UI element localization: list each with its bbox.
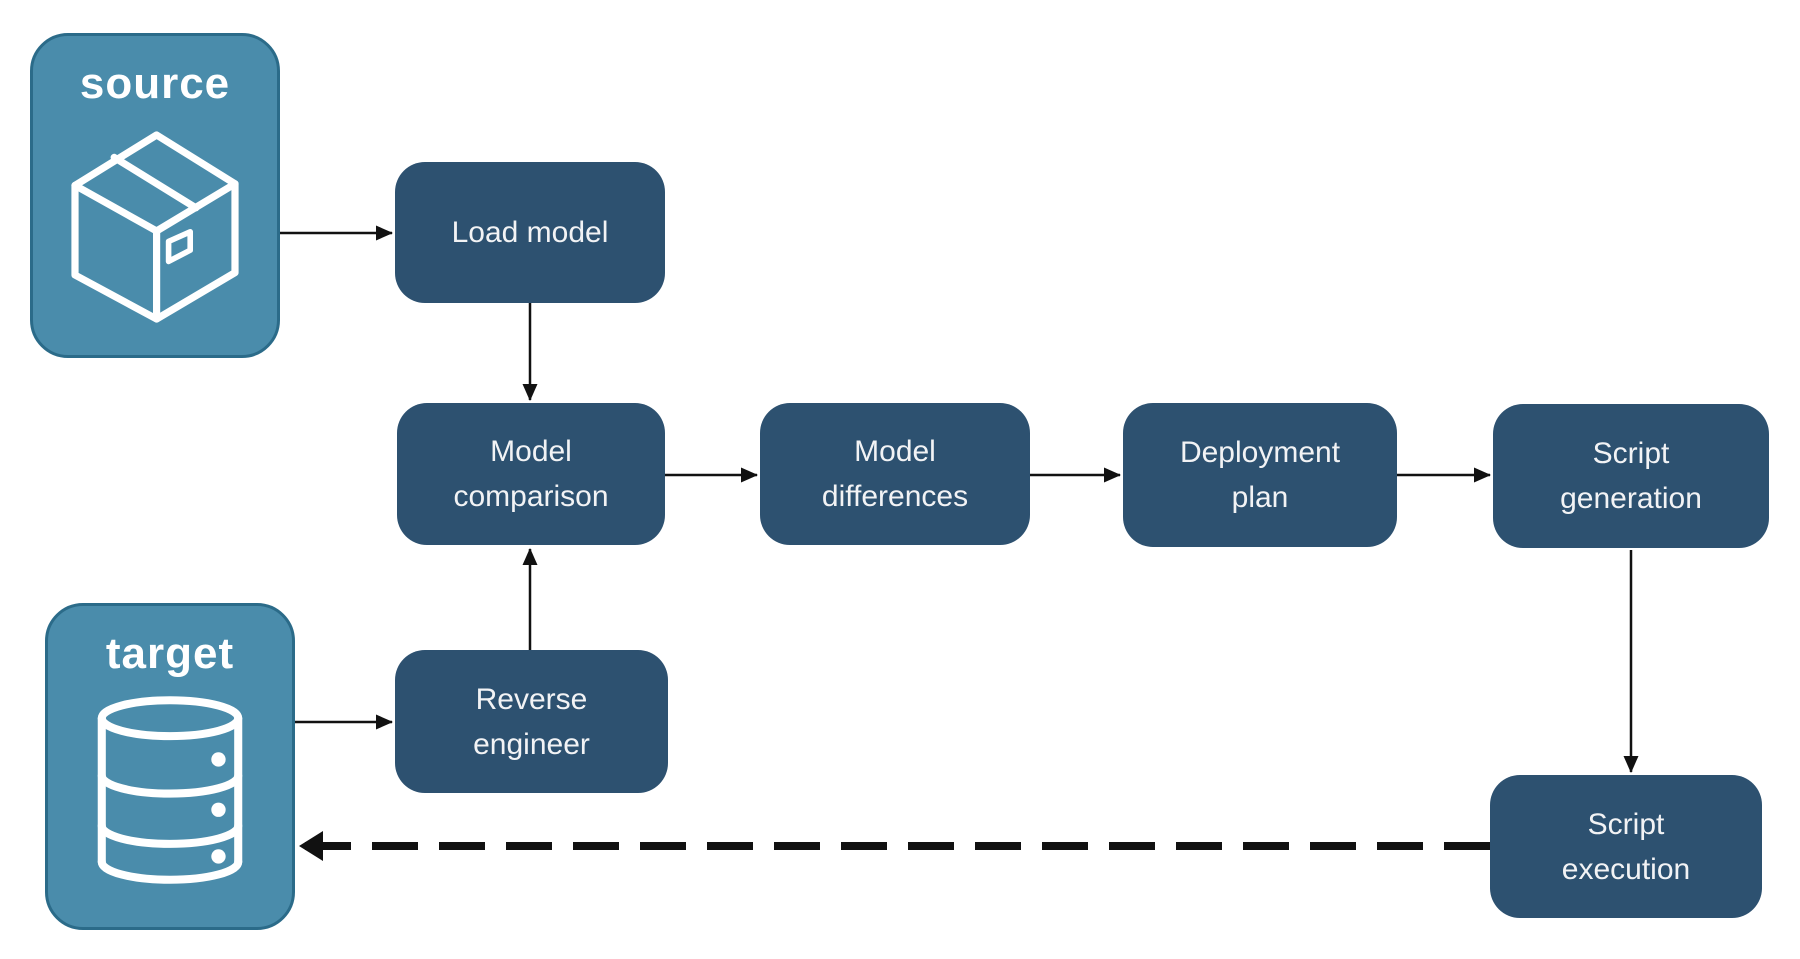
node-script-generation-line2: generation xyxy=(1560,482,1702,515)
node-deployment-plan: Deployment plan xyxy=(1123,403,1397,547)
node-script-execution: Script execution xyxy=(1490,775,1762,918)
target-entity-box: target xyxy=(45,603,295,930)
node-model-differences-line2: differences xyxy=(821,480,969,513)
target-label: target xyxy=(105,629,235,678)
node-load-model: Load model xyxy=(395,162,665,303)
node-model-comparison: Model comparison xyxy=(397,403,665,545)
node-model-differences-line1: Model xyxy=(854,435,936,468)
node-deployment-plan-line1: Deployment xyxy=(1179,436,1341,469)
node-model-comparison-line1: Model xyxy=(490,435,572,468)
node-script-generation: Script generation xyxy=(1493,404,1769,548)
node-model-differences: Model differences xyxy=(760,403,1030,545)
node-script-generation-line1: Script xyxy=(1592,437,1670,470)
node-deployment-plan-line2: plan xyxy=(1231,481,1289,514)
database-icon xyxy=(97,696,243,885)
node-reverse-engineer: Reverse engineer xyxy=(395,650,668,793)
source-label: source xyxy=(79,59,231,108)
node-script-execution-line1: Script xyxy=(1587,807,1665,841)
package-icon xyxy=(71,131,239,323)
node-reverse-engineer-line1: Reverse xyxy=(475,682,588,716)
node-model-comparison-line2: comparison xyxy=(453,480,609,513)
node-load-model-line1: Load model xyxy=(451,216,609,249)
source-entity-box: source xyxy=(30,33,280,358)
node-reverse-engineer-line2: engineer xyxy=(473,727,590,761)
node-script-execution-line2: execution xyxy=(1561,852,1691,886)
